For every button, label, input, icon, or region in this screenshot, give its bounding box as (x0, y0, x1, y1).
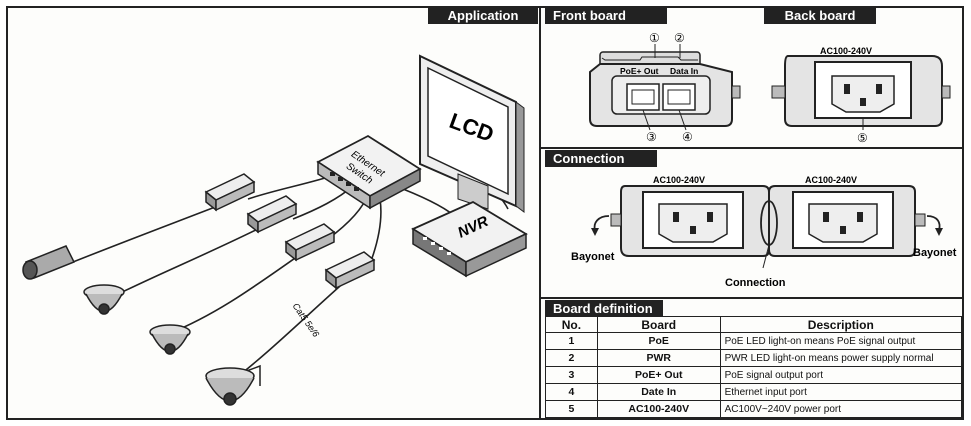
poe-injector (284, 223, 336, 262)
dome-camera (149, 324, 191, 355)
section-divider-connection (541, 147, 964, 149)
row-no: 1 (545, 332, 598, 350)
row-board: AC100-240V (596, 400, 721, 418)
section-divider-vertical (539, 6, 541, 420)
application-diagram: LCD Ethernet Switch NVR (22, 54, 528, 406)
bayonet-label-left: Bayonet (571, 251, 615, 263)
bullet-camera (22, 245, 76, 280)
bayonet-arrow-left (593, 215, 610, 231)
board-definition-table: No. Board Description 1 PoE PoE LED ligh… (545, 316, 963, 418)
row-description: PWR LED light-on means power supply norm… (719, 349, 963, 367)
port-label-in: Data In (670, 66, 698, 76)
ptz-camera (205, 364, 261, 406)
application-header: Application (428, 7, 538, 24)
table-row: 1 PoE PoE LED light-on means PoE signal … (545, 332, 963, 350)
row-no: 3 (545, 366, 598, 384)
connection-power-label-left: AC100-240V (653, 175, 705, 185)
header-board: Board (596, 316, 721, 333)
callout-1: ① (649, 31, 660, 45)
connection-header: Connection (545, 150, 657, 167)
lcd-monitor (419, 54, 525, 213)
row-no: 4 (545, 383, 598, 401)
row-description: PoE LED light-on means PoE signal output (719, 332, 963, 350)
bayonet-label-right: Bayonet (913, 247, 957, 259)
nvr-recorder (411, 200, 528, 278)
row-board: PWR (596, 349, 721, 367)
back-power-label: AC100-240V (820, 46, 872, 56)
table-row: 4 Date In Ethernet input port (545, 383, 963, 401)
header-no: No. (545, 316, 598, 333)
poe-injector (246, 195, 298, 234)
row-board: Date In (596, 383, 721, 401)
callout-5: ⑤ (857, 131, 868, 145)
dome-camera (83, 284, 125, 315)
row-description: PoE signal output port (719, 366, 963, 384)
front-board-diagram: PoE+ Out Data In ① ② ③ ④ (589, 31, 741, 144)
board-definition-header: Board definition (545, 300, 663, 317)
section-divider-board-definition (541, 297, 964, 299)
back-board-header: Back board (764, 7, 876, 24)
connection-diagram: AC100-240V AC100-240V Bayonet Bayonet Co… (571, 175, 957, 289)
connection-power-label-right: AC100-240V (805, 175, 857, 185)
row-description: Ethernet input port (719, 383, 963, 401)
port-label-out: PoE+ Out (620, 66, 659, 76)
bayonet-arrow-right (926, 215, 941, 231)
row-no: 2 (545, 349, 598, 367)
table-row: 5 AC100-240V AC100V~240V power port (545, 400, 963, 418)
table-row: 2 PWR PWR LED light-on means power suppl… (545, 349, 963, 367)
table-header-row: No. Board Description (545, 316, 963, 333)
row-no: 5 (545, 400, 598, 418)
poe-injector (324, 251, 376, 290)
ethernet-switch (316, 134, 422, 210)
callout-2: ② (674, 31, 685, 45)
callout-3: ③ (646, 130, 657, 144)
header-description: Description (719, 316, 963, 333)
connection-label: Connection (725, 277, 786, 289)
row-board: PoE+ Out (596, 366, 721, 384)
callout-4: ④ (682, 130, 693, 144)
row-board: PoE (596, 332, 721, 350)
back-board-diagram: AC100-240V ⑤ (771, 46, 951, 145)
row-description: AC100V~240V power port (719, 400, 963, 418)
front-board-header: Front board (545, 7, 667, 24)
table-row: 3 PoE+ Out PoE signal output port (545, 366, 963, 384)
poe-injector (204, 173, 256, 212)
